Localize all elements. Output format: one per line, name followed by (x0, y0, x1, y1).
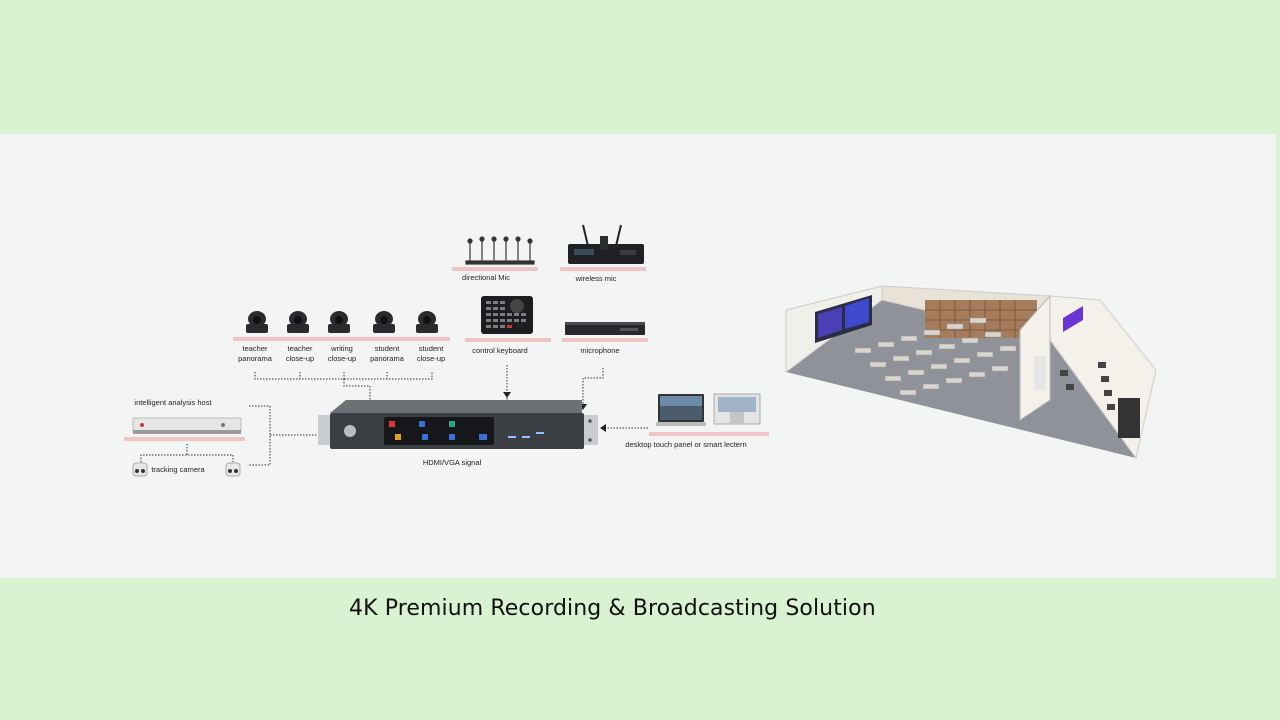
label-control-keyboard: control keyboard (472, 346, 528, 355)
analysis-host-icon (132, 417, 242, 434)
ptz-camera-icons (246, 311, 438, 333)
bar-control-keyboard (465, 338, 551, 342)
control-keyboard-icon (481, 296, 533, 334)
label-directional-mic: directional Mic (462, 273, 510, 282)
label-signal: HDMI/VGA signal (422, 458, 482, 467)
slide-caption: 4K Premium Recording & Broadcasting Solu… (349, 596, 876, 621)
label-microphone: microphone (580, 346, 620, 355)
bar-wireless-mic (560, 267, 646, 271)
bar-cameras (233, 337, 450, 341)
bar-directional-mic (452, 267, 538, 271)
wireless-mic-icon (568, 224, 644, 264)
directional-mic-icon (465, 236, 535, 265)
bar-microphone (562, 338, 648, 342)
recording-host-icon (318, 400, 598, 449)
bar-analysis-host (124, 437, 245, 441)
touch-panel-icon (656, 393, 761, 426)
microphone-device-icon (565, 322, 645, 335)
connector-lines (140, 365, 648, 466)
classroom-3d-image (785, 285, 1157, 460)
label-touch-panel: desktop touch panel or smart lectern (625, 440, 747, 449)
label-tracking-camera: tracking camera (151, 465, 205, 474)
tracking-camera-icons (132, 462, 241, 477)
label-wireless-mic: wireless mic (575, 274, 617, 283)
label-analysis-host: intelligent analysis host (134, 398, 212, 407)
bar-touch-panel (649, 432, 769, 436)
